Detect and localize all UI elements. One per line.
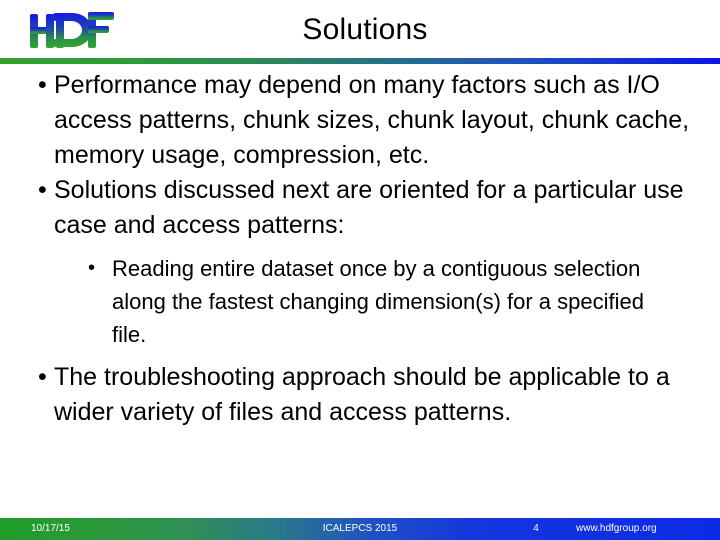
spacer	[0, 351, 720, 360]
bullet-marker-icon: •	[38, 363, 47, 391]
footer-date: 10/17/15	[31, 523, 70, 534]
footer-page-number: 4	[533, 523, 539, 534]
bullet-text: The troubleshooting approach should be a…	[54, 363, 670, 426]
page-title: Solutions	[302, 13, 428, 46]
bullet-text: Solutions discussed next are oriented fo…	[54, 176, 684, 239]
slide-footer: 10/17/15 ICALEPCS 2015 4 www.hdfgroup.or…	[0, 518, 720, 540]
bullet-marker-icon: •	[38, 176, 47, 204]
bullet-item: • Solutions discussed next are oriented …	[0, 173, 720, 243]
slide-header: Solutions	[0, 0, 720, 58]
sub-bullet-text: Reading entire dataset once by a contigu…	[112, 256, 644, 347]
hdf-logo-icon	[30, 12, 114, 48]
bullet-item: • Performance may depend on many factors…	[0, 68, 720, 173]
spacer	[0, 243, 720, 252]
bullet-text: Performance may depend on many factors s…	[54, 71, 690, 169]
slide-content: • Performance may depend on many factors…	[0, 68, 720, 516]
bullet-item: • The troubleshooting approach should be…	[0, 360, 720, 430]
footer-event-name: ICALEPCS 2015	[322, 523, 398, 534]
bullet-marker-icon: •	[88, 257, 96, 279]
header-divider	[0, 58, 720, 64]
footer-url-link[interactable]: www.hdfgroup.org	[576, 523, 657, 534]
bullet-marker-icon: •	[38, 71, 47, 99]
sub-bullet-item: • Reading entire dataset once by a conti…	[0, 252, 720, 351]
